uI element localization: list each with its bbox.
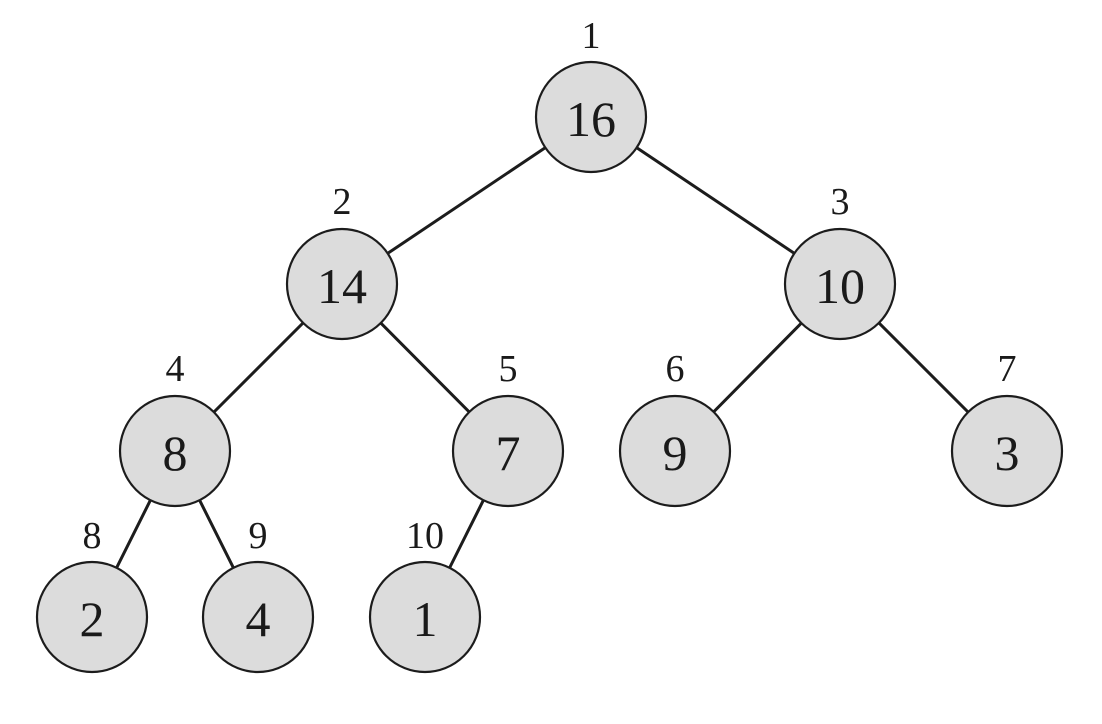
node-index-label: 2 <box>333 181 352 223</box>
heap-node-4: 84 <box>118 348 232 508</box>
node-value: 2 <box>80 591 105 647</box>
node-value: 3 <box>995 425 1020 481</box>
edges-layer <box>90 115 1009 618</box>
node-index-label: 8 <box>83 515 102 557</box>
heap-node-10: 1 10 <box>368 515 482 674</box>
heap-node-6: 96 <box>618 348 732 508</box>
node-value: 1 <box>413 591 438 647</box>
node-value: 4 <box>246 591 271 647</box>
node-circle <box>534 60 648 174</box>
node-index-label: 4 <box>166 348 185 390</box>
node-circle <box>285 227 399 341</box>
node-index-label: 10 <box>406 515 444 557</box>
node-value: 9 <box>663 425 688 481</box>
heap-node-5: 75 <box>451 348 565 508</box>
heap-node-1: 16 1 <box>534 15 648 174</box>
node-circle <box>201 560 315 674</box>
node-value: 8 <box>163 425 188 481</box>
node-index-label: 5 <box>499 348 518 390</box>
node-circle <box>783 227 897 341</box>
node-value: 10 <box>815 258 865 314</box>
node-index-label: 6 <box>666 348 685 390</box>
node-circle <box>118 394 232 508</box>
node-index-label: 1 <box>582 15 601 57</box>
node-value: 14 <box>317 258 367 314</box>
node-circle <box>950 394 1064 508</box>
node-circle <box>618 394 732 508</box>
heap-node-2: 14 2 <box>285 181 399 341</box>
heap-node-8: 28 <box>35 515 149 674</box>
node-circle <box>368 560 482 674</box>
node-value: 16 <box>566 91 616 147</box>
node-circle <box>35 560 149 674</box>
node-value: 7 <box>496 425 521 481</box>
node-circle <box>451 394 565 508</box>
node-index-label: 3 <box>831 181 850 223</box>
heap-node-3: 10 3 <box>783 181 897 341</box>
node-index-label: 9 <box>249 515 268 557</box>
node-index-label: 7 <box>998 348 1017 390</box>
heap-node-7: 37 <box>950 348 1064 508</box>
heap-node-9: 49 <box>201 515 315 674</box>
